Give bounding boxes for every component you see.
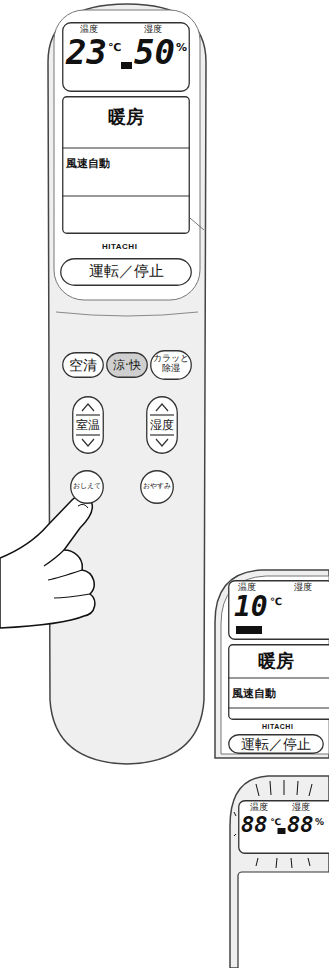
shape-outline xyxy=(73,397,104,454)
panel-rule xyxy=(82,439,94,446)
panel-rule xyxy=(156,404,168,411)
humidity-digits: 88 xyxy=(287,814,314,836)
display-label: 温度 xyxy=(80,25,98,34)
shape-outline xyxy=(147,397,178,454)
mode-panel: 暖房風速自動 xyxy=(62,96,190,234)
button-label: 運転／停止 xyxy=(228,737,324,751)
unit-mark: % xyxy=(315,818,324,827)
shape-outline xyxy=(229,735,324,754)
display-label: 湿度 xyxy=(294,583,312,592)
panel-rule xyxy=(150,434,174,435)
leader-line xyxy=(190,218,204,230)
sleep-button: おやすみ xyxy=(140,470,174,504)
display-label: 湿度 xyxy=(144,25,162,34)
power-button: 運転／停止 xyxy=(60,258,192,286)
button-label: 涼·快 xyxy=(106,359,148,371)
shape-outline xyxy=(229,581,329,640)
panel-rule xyxy=(82,404,94,411)
panel-rule xyxy=(228,707,329,708)
lcd-display: 温度 湿度 10℃ xyxy=(228,580,329,640)
lcd-display: 温度湿度88℃88% xyxy=(238,800,329,854)
panel-rule xyxy=(150,414,174,415)
display-label: 温度 xyxy=(238,583,256,592)
button-label: おしえて xyxy=(70,483,104,490)
shape-outline xyxy=(151,351,192,380)
pressing-hand xyxy=(0,497,95,628)
shape-outline xyxy=(239,801,329,854)
shape-outline xyxy=(63,97,190,234)
shape-outline xyxy=(61,259,192,286)
finger-crease xyxy=(44,550,90,598)
panel-rule xyxy=(62,195,190,196)
display-label: 湿度 xyxy=(292,803,310,812)
button-label: おやすみ xyxy=(140,483,174,490)
humidity-rocker: 湿度 xyxy=(146,396,178,454)
shape-outline xyxy=(229,645,329,720)
lcd-display: 温度 湿度 23℃ 50% xyxy=(62,22,190,92)
temperature-digits: 23 xyxy=(66,35,107,69)
mode-panel-empty xyxy=(238,872,329,968)
unit-mark: ℃ xyxy=(108,42,121,53)
segment-bar xyxy=(121,62,132,69)
brand-label: HITACHI xyxy=(262,723,293,730)
tell-me-button: おしえて xyxy=(70,470,104,504)
room-temp-rocker: 室温 xyxy=(72,396,104,454)
panel-rule xyxy=(62,147,190,148)
button-label: 運転／停止 xyxy=(60,264,192,279)
dehumidify-button: カラッと 除湿 xyxy=(150,350,192,380)
mode-text: 暖房 xyxy=(258,652,294,670)
shape-outline xyxy=(63,23,190,92)
cool-comfort-button: 涼·快 xyxy=(106,352,148,378)
segment-bar xyxy=(278,828,286,834)
shape-outline xyxy=(71,471,104,504)
panel-rule xyxy=(76,434,100,435)
shape-outline xyxy=(141,471,174,504)
unit-mark: ℃ xyxy=(270,597,282,607)
unit-mark: % xyxy=(176,42,187,53)
temperature-digits: 88 xyxy=(241,814,268,836)
button-label: 湿度 xyxy=(146,419,178,431)
unit-mark: ℃ xyxy=(270,818,281,827)
display-label: 温度 xyxy=(250,803,268,812)
mode-text: 暖房 xyxy=(62,108,190,126)
button-label: 空清 xyxy=(62,358,104,372)
remote-face xyxy=(54,10,200,300)
panel-rule xyxy=(228,677,329,678)
fan-speed-text: 風速自動 xyxy=(66,158,110,169)
segment-bar xyxy=(236,626,262,634)
shape-outline xyxy=(107,353,148,378)
button-label: カラッと 除湿 xyxy=(151,354,191,374)
fan-speed-text: 風速自動 xyxy=(232,688,276,699)
panel-rule xyxy=(156,439,168,446)
remote-body xyxy=(48,4,206,764)
panel-rule xyxy=(76,414,100,415)
temperature-digits: 10 xyxy=(234,593,268,621)
brand-label: HITACHI xyxy=(102,243,137,251)
shape-outline xyxy=(63,353,104,378)
button-label: 室温 xyxy=(72,419,104,431)
humidity-digits: 50 xyxy=(134,35,175,69)
air-clean-button: 空清 xyxy=(62,352,104,378)
fingernail xyxy=(78,504,88,508)
mode-panel: 暖房風速自動 xyxy=(228,644,329,720)
body-seam xyxy=(56,312,198,316)
power-button: 運転／停止 xyxy=(228,734,324,754)
